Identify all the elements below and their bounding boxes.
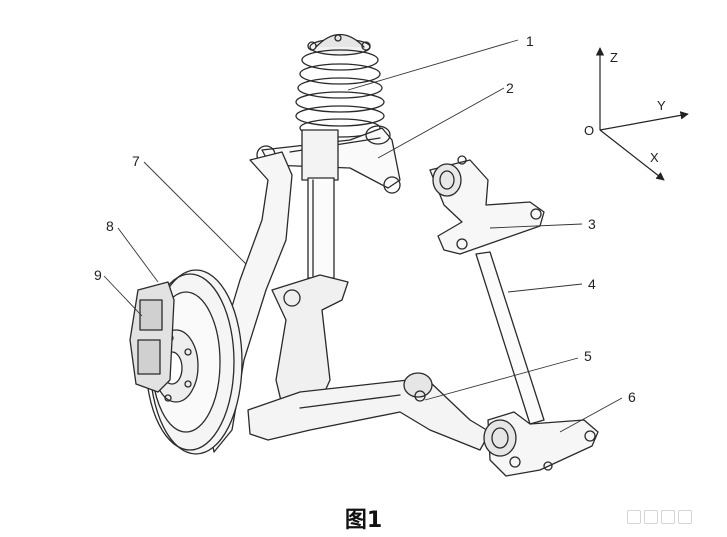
axis-x-label: X bbox=[650, 150, 659, 165]
figure-caption: 图1 bbox=[344, 508, 383, 533]
callout-3: 3 bbox=[588, 216, 596, 232]
axis-z-label: Z bbox=[610, 50, 618, 65]
lower-link-bracket bbox=[483, 411, 599, 477]
callout-1: 1 bbox=[526, 33, 534, 49]
shock-absorber bbox=[301, 129, 339, 279]
upper-link-bracket bbox=[429, 155, 545, 255]
brake-caliper bbox=[129, 281, 175, 393]
callout-9: 9 bbox=[94, 267, 102, 283]
callout-6: 6 bbox=[628, 389, 636, 405]
callout-7: 7 bbox=[132, 153, 140, 169]
link-rod bbox=[475, 251, 545, 425]
callout-8: 8 bbox=[106, 218, 114, 234]
axis-y-label: Y bbox=[657, 98, 666, 113]
coordinate-axes bbox=[595, 47, 689, 181]
watermark-icon bbox=[627, 510, 715, 524]
callout-5: 5 bbox=[584, 348, 592, 364]
lower-control-arm bbox=[247, 372, 491, 451]
coil-spring bbox=[295, 33, 385, 138]
callout-4: 4 bbox=[588, 276, 596, 292]
callout-2: 2 bbox=[506, 80, 514, 96]
axis-origin-label: O bbox=[584, 123, 594, 138]
